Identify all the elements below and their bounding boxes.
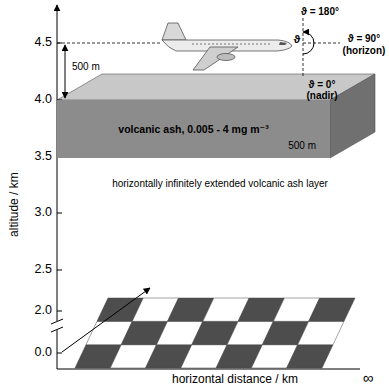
layer-description: volcanic ash, 0.005 - 4 mg m⁻³ xyxy=(118,123,268,135)
altitude-guide xyxy=(57,43,162,44)
tick-label: 2.0 xyxy=(35,304,52,318)
tick-label: 0.0 xyxy=(35,346,52,360)
tick-label: 2.5 xyxy=(35,263,52,277)
tick-label: 3.5 xyxy=(35,150,52,164)
layer-note: horizontally infinitely extended volcani… xyxy=(112,178,328,189)
infinity-mark: ∞ xyxy=(363,370,374,387)
dimension-label: 500 m xyxy=(288,140,316,151)
board-cell xyxy=(287,345,333,368)
axis-title: horizontal distance / km xyxy=(172,373,298,386)
y-ticks xyxy=(57,43,62,353)
board-cell xyxy=(298,321,344,344)
vertical-guide xyxy=(303,18,304,76)
dimension-arrow xyxy=(65,45,66,98)
angle-note: (nadir) xyxy=(306,90,337,101)
y-axis xyxy=(57,5,58,369)
x-axis xyxy=(57,369,360,370)
horizon-guide xyxy=(303,43,340,44)
angle-arc xyxy=(303,32,314,54)
dimension-label: 500 m xyxy=(72,61,100,72)
airplane xyxy=(162,23,292,70)
angle-symbol: ϑ xyxy=(294,33,300,45)
axis-break xyxy=(51,319,63,332)
slab-top xyxy=(57,74,375,100)
axis-title: altitude / km xyxy=(7,173,20,238)
tick-label: 3.0 xyxy=(35,206,52,220)
angle-note: (horizon) xyxy=(343,45,386,56)
depth-arrow xyxy=(62,288,150,352)
ground-board xyxy=(75,298,355,368)
slab-side xyxy=(330,74,375,158)
board-cell xyxy=(309,298,355,321)
tick-label: 4.0 xyxy=(35,93,52,107)
angle-label: ϑ = 90° xyxy=(348,33,380,44)
angle-label: ϑ = 0° xyxy=(309,79,336,90)
angle-label: ϑ = 180° xyxy=(301,6,339,17)
tick-label: 4.5 xyxy=(35,36,52,50)
